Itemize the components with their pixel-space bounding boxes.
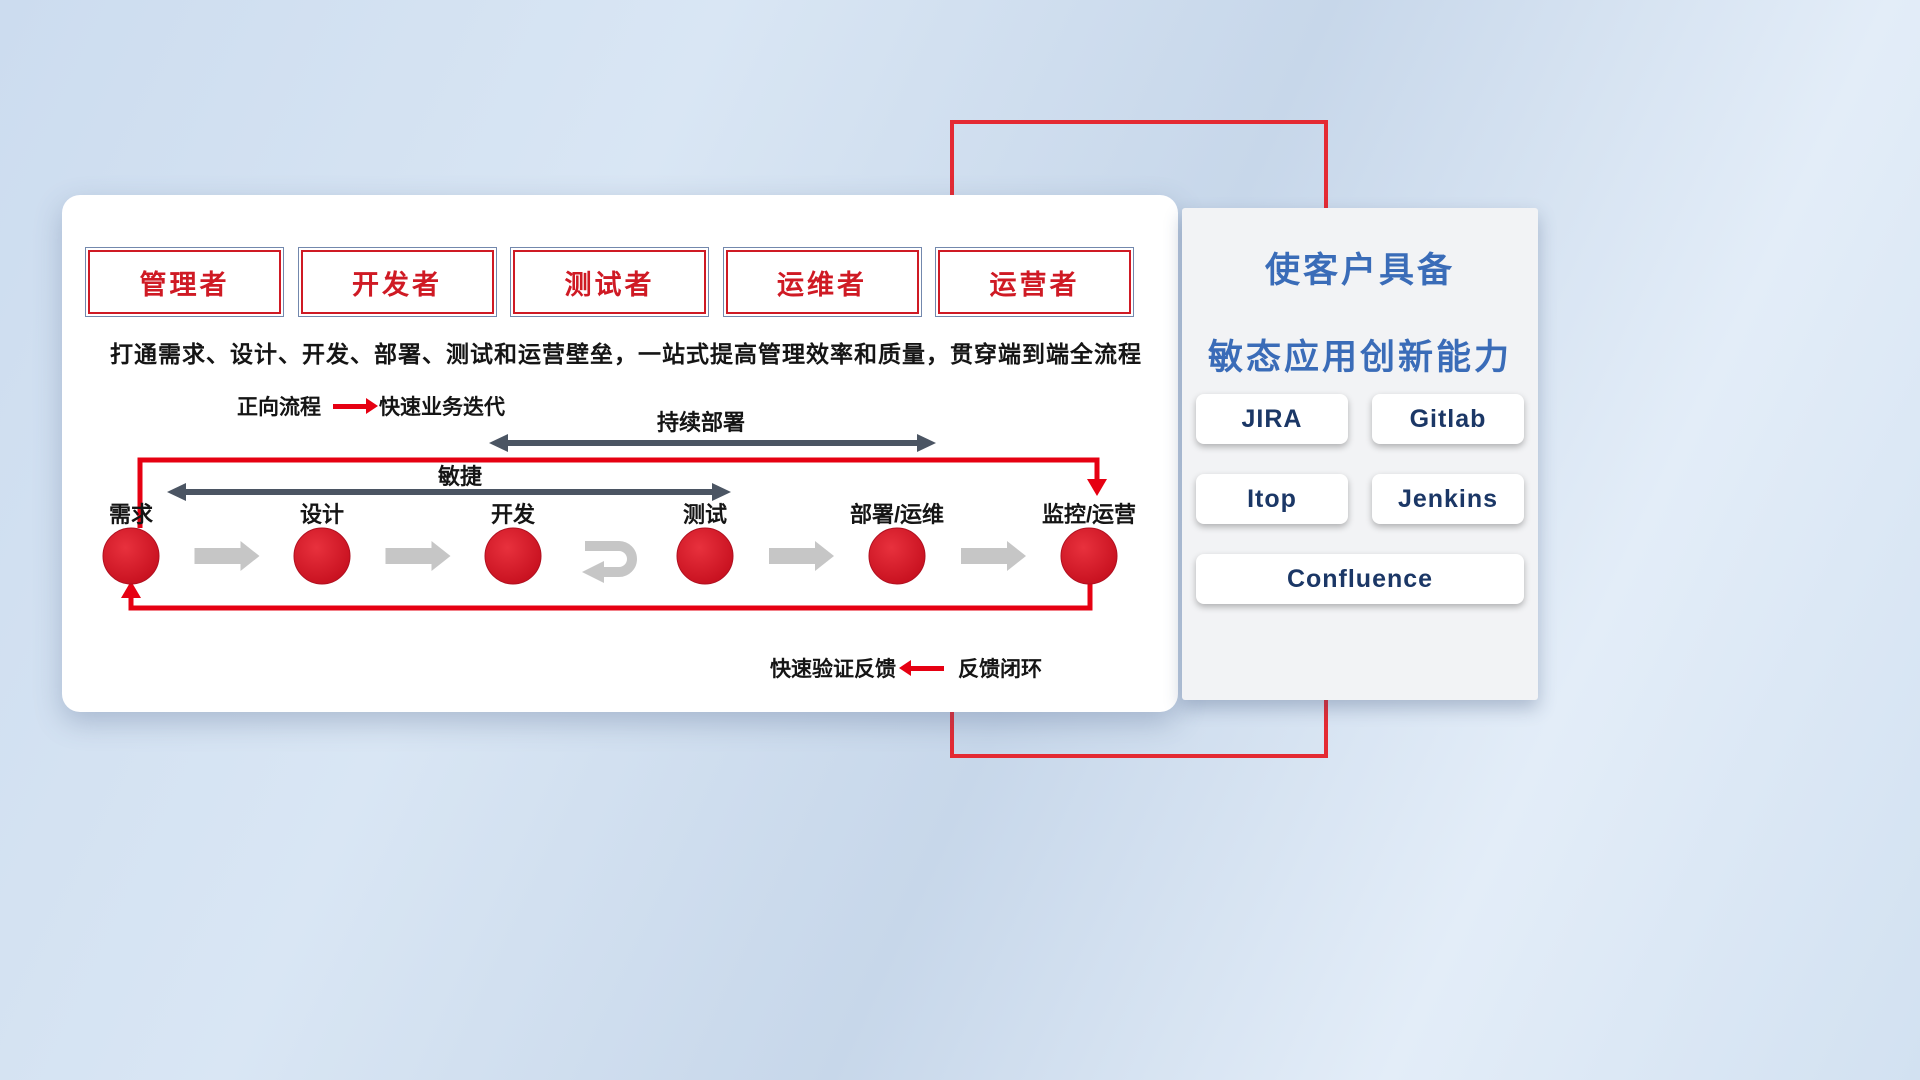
- tools-grid: JIRA Gitlab Itop Jenkins Confluence: [1196, 394, 1524, 604]
- description-text: 打通需求、设计、开发、部署、测试和运营壁垒，一站式提高管理效率和质量，贯穿端到端…: [110, 341, 1142, 367]
- stage-circle-test: [676, 527, 734, 585]
- step-arrow-icon: [961, 541, 1026, 571]
- agile-arrow: [167, 483, 731, 501]
- panel-title-line2: 敏态应用创新能力: [1207, 338, 1512, 377]
- forward-flow-label: 正向流程: [237, 396, 321, 419]
- stage-label-monitor-op: 监控/运营: [1041, 502, 1137, 527]
- legend-feedback: 快速验证反馈 反馈闭环: [770, 653, 1042, 683]
- devops-flow-card: 管理者 开发者 测试者 运维者 运营者 打通需求、设计、开发、部署、测试和运营壁…: [62, 195, 1178, 712]
- role-box-developer: 开发者: [297, 247, 497, 317]
- role-box-operator: 运营者: [935, 247, 1134, 317]
- tool-itop: Itop: [1196, 474, 1348, 524]
- feedback-loop-label: 反馈闭环: [958, 658, 1042, 681]
- stage-circle-monitor-op: [1060, 527, 1118, 585]
- role-box-tester: 测试者: [510, 247, 709, 317]
- stage-label-design: 设计: [299, 502, 344, 527]
- legend-forward: 正向流程 快速业务迭代: [237, 391, 505, 421]
- step-arrow-icon: [769, 541, 834, 571]
- tool-jira: JIRA: [1196, 394, 1348, 444]
- panel-title: 使客户具备 敏态应用创新能力: [1182, 242, 1538, 380]
- red-loop-top: [137, 457, 1107, 528]
- stage-label-test: 测试: [682, 502, 727, 527]
- stage-label-develop: 开发: [490, 502, 535, 527]
- panel-title-line1: 使客户具备: [1264, 251, 1455, 290]
- feedback-arrow-icon: [899, 659, 944, 676]
- stage-circle-requirements: [102, 527, 160, 585]
- step-arrow-icon: [385, 541, 451, 571]
- stage-circle-deploy-ops: [868, 527, 926, 585]
- continuous-deploy-label: 持续部署: [656, 410, 745, 435]
- iteration-loop-icon: [582, 541, 637, 583]
- capability-panel: 使客户具备 敏态应用创新能力 JIRA Gitlab Itop Jenkins …: [1182, 208, 1538, 700]
- agile-label: 敏捷: [437, 464, 482, 489]
- flow-diagram-svg: [102, 434, 1118, 611]
- stage-circle-develop: [484, 527, 542, 585]
- roles-row: 管理者 开发者 测试者 运维者 运营者: [85, 247, 1134, 317]
- stage-label-deploy-ops: 部署/运维: [849, 502, 945, 527]
- feedback-fast-label: 快速验证反馈: [770, 658, 896, 681]
- step-arrow-icon: [194, 541, 260, 571]
- tool-gitlab: Gitlab: [1372, 394, 1524, 444]
- forward-flow-value: 快速业务迭代: [379, 396, 505, 419]
- continuous-deploy-arrow: [489, 434, 936, 452]
- tool-confluence: Confluence: [1196, 554, 1524, 604]
- stage-circle-design: [293, 527, 351, 585]
- red-loop-bottom: [121, 581, 1093, 611]
- stage-label-requirements: 需求: [108, 502, 153, 527]
- tool-jenkins: Jenkins: [1372, 474, 1524, 524]
- role-box-manager: 管理者: [85, 247, 284, 317]
- role-box-ops: 运维者: [722, 247, 922, 317]
- forward-arrow-icon: [333, 397, 378, 414]
